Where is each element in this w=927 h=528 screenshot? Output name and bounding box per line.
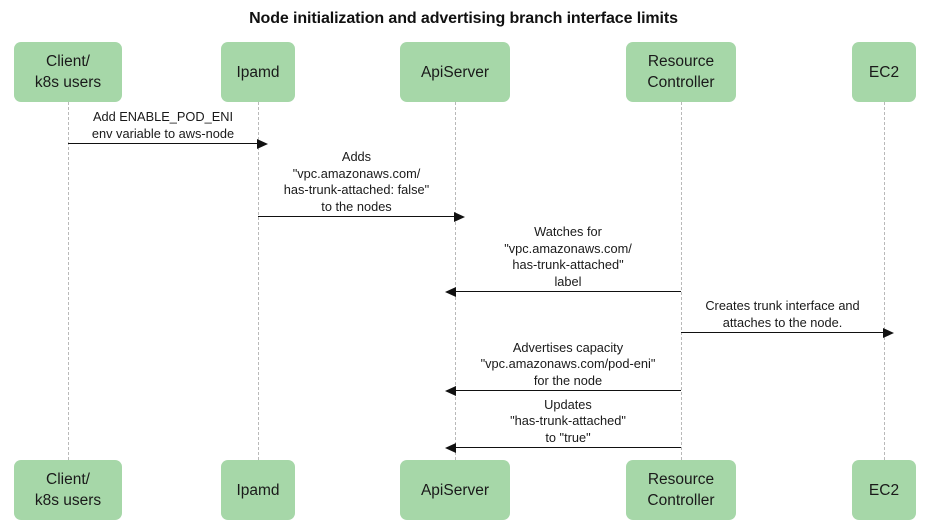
message-5-arrow [445, 385, 681, 396]
participant-label: ApiServer [420, 63, 490, 81]
participant-ipamd-top[interactable]: Ipamd [221, 42, 295, 102]
lifeline-apiserver [455, 102, 456, 460]
participant-label: EC2 [868, 63, 900, 81]
lifeline-ec2 [884, 102, 885, 460]
participant-ec2-bottom[interactable]: EC2 [852, 460, 916, 520]
arrow-head-left-icon [445, 442, 456, 453]
message-2-arrow [258, 211, 465, 222]
message-3-label: Watches for "vpc.amazonaws.com/ has-trun… [504, 224, 632, 289]
page-title: Node initialization and advertising bran… [249, 10, 678, 27]
participant-resource_controller-top[interactable]: Resource Controller [626, 42, 736, 102]
message-1-arrow [68, 138, 268, 149]
lifeline-client [68, 102, 69, 460]
participant-label: Ipamd [236, 481, 280, 499]
arrow-head-right-icon [883, 327, 894, 338]
message-6-label: Updates "has-trunk-attached" to "true" [510, 396, 626, 445]
lifeline-resource_controller [681, 102, 682, 460]
participant-ec2-top[interactable]: EC2 [852, 42, 916, 102]
participant-label: Resource Controller [647, 53, 715, 91]
participant-label: EC2 [868, 481, 900, 499]
message-1-label: Add ENABLE_POD_ENI env variable to aws-n… [91, 109, 235, 141]
participant-client-bottom[interactable]: Client/ k8s users [14, 460, 122, 520]
lifeline-ipamd [258, 102, 259, 460]
participant-label: Client/ k8s users [34, 471, 102, 509]
participant-ipamd-bottom[interactable]: Ipamd [221, 460, 295, 520]
participant-label: ApiServer [420, 481, 490, 499]
participant-client-top[interactable]: Client/ k8s users [14, 42, 122, 102]
participant-resource_controller-bottom[interactable]: Resource Controller [626, 460, 736, 520]
participant-apiserver-bottom[interactable]: ApiServer [400, 460, 510, 520]
arrow-head-left-icon [445, 385, 456, 396]
participant-apiserver-top[interactable]: ApiServer [400, 42, 510, 102]
participant-label: Resource Controller [647, 471, 715, 509]
arrow-head-left-icon [445, 286, 456, 297]
message-6-arrow [445, 442, 681, 453]
message-2-label: Adds "vpc.amazonaws.com/ has-trunk-attac… [283, 149, 430, 214]
arrow-head-right-icon [257, 138, 268, 149]
participant-label: Client/ k8s users [34, 53, 102, 91]
message-3-arrow [445, 286, 681, 297]
message-4-arrow [681, 327, 894, 338]
arrow-head-right-icon [454, 211, 465, 222]
participant-label: Ipamd [236, 63, 280, 81]
message-5-label: Advertises capacity "vpc.amazonaws.com/p… [480, 339, 656, 388]
message-4-label: Creates trunk interface and attaches to … [705, 298, 860, 330]
